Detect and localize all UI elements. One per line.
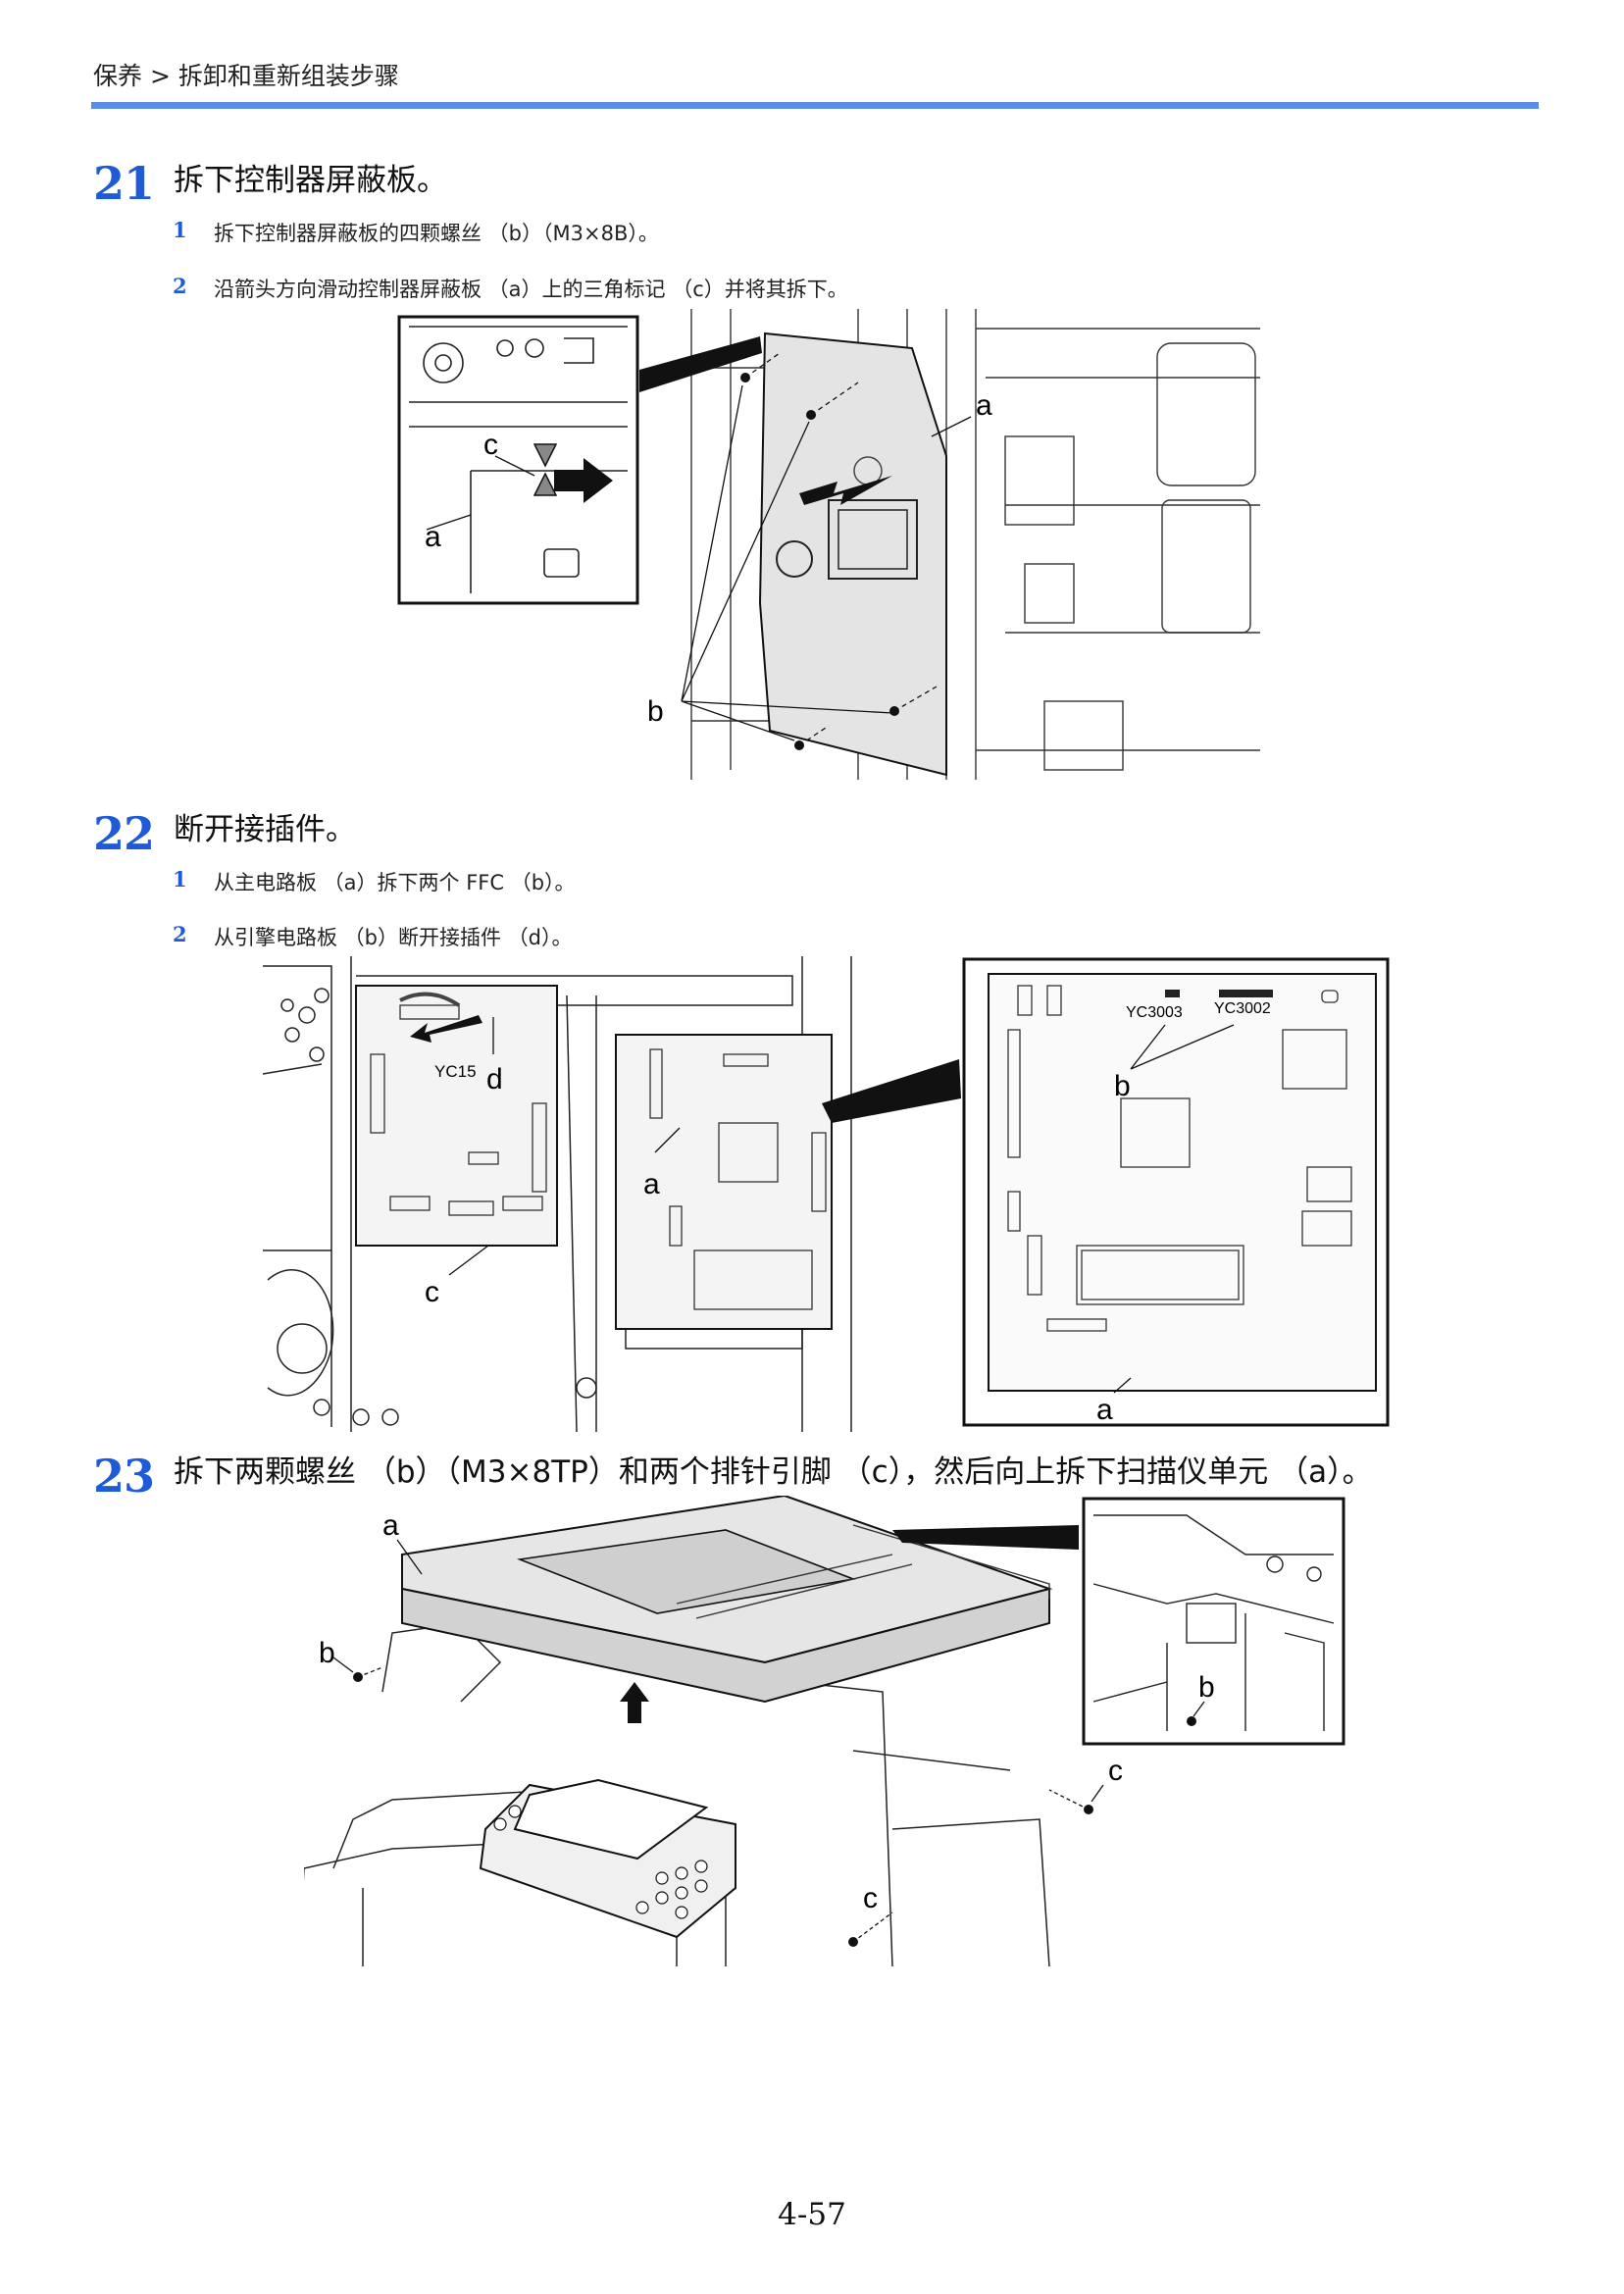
inset-label-b: b — [1198, 1671, 1215, 1704]
inset-main-board — [988, 973, 1377, 1392]
figure-controller-shield: b a c a — [397, 309, 1260, 780]
page-number: 4-57 — [778, 2197, 846, 2232]
header-rule — [91, 102, 1539, 109]
label-a: a — [976, 389, 992, 422]
controller-shield-plate — [758, 331, 947, 777]
engine-board — [355, 985, 558, 1247]
label-a: a — [382, 1509, 399, 1542]
label-yc3003: YC3003 — [1126, 1004, 1183, 1021]
substep-number: 2 — [173, 274, 187, 298]
inset-frame — [397, 315, 639, 605]
substep-number: 1 — [173, 867, 187, 892]
inset-label-a: a — [425, 521, 441, 553]
disconnect-arrow — [410, 1015, 482, 1043]
inset-label-b: b — [1114, 1070, 1131, 1102]
inset-frame — [1082, 1497, 1345, 1746]
step-title: 拆下控制器屏蔽板。 — [174, 163, 447, 198]
label-c: c — [1108, 1755, 1123, 1787]
lift-arrow — [620, 1682, 649, 1723]
substep-number: 1 — [173, 218, 187, 242]
step-title: 拆下两颗螺丝 （b）（M3×8TP）和两个排针引脚 （c），然后向上拆下扫描仪单… — [174, 1454, 1373, 1490]
label-yc15: YC15 — [434, 1062, 477, 1081]
label-b: b — [319, 1637, 335, 1669]
substep-text: 拆下控制器屏蔽板的四颗螺丝 （b）（M3×8B）。 — [214, 222, 659, 245]
label-yc3002: YC3002 — [1214, 1000, 1271, 1017]
step-number: 23 — [93, 1450, 155, 1503]
breadcrumb: 保养 > 拆卸和重新组装步骤 — [93, 62, 399, 90]
step-title: 断开接插件。 — [174, 812, 356, 847]
figure-scanner-unit: a b c c b — [304, 1496, 1348, 1966]
label-a: a — [643, 1168, 660, 1200]
label-c: c — [425, 1276, 439, 1308]
label-b: b — [647, 695, 664, 728]
step-number: 21 — [93, 157, 155, 210]
label-c: c — [863, 1882, 878, 1914]
figure-connectors: YC15 d c a — [263, 956, 1391, 1432]
substep-text: 从引擎电路板 （b）断开接插件 （d）。 — [214, 926, 573, 949]
label-d: d — [486, 1063, 503, 1096]
inset-label-c: c — [483, 429, 498, 461]
inset-label-a: a — [1096, 1394, 1113, 1426]
substep-text: 从主电路板 （a）拆下两个 FFC （b）。 — [214, 871, 576, 894]
step-number: 22 — [93, 807, 155, 860]
slide-arrow — [799, 476, 892, 505]
substep-number: 2 — [173, 922, 187, 946]
substep-text: 沿箭头方向滑动控制器屏蔽板 （a）上的三角标记 （c）并将其拆下。 — [214, 278, 848, 301]
